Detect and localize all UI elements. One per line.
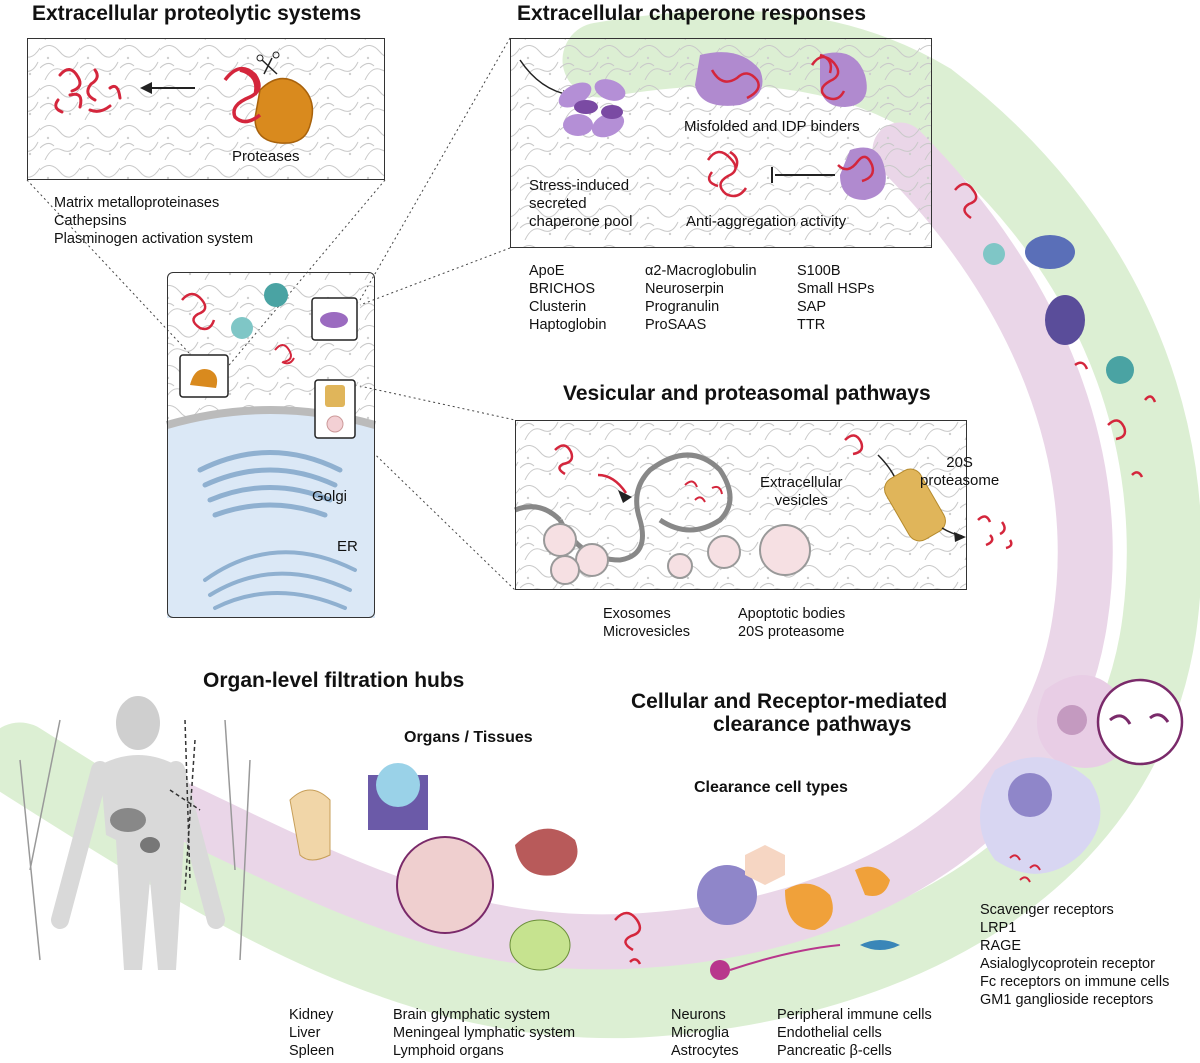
subheading-organs-tissues: Organs / Tissues — [404, 729, 533, 746]
golgi-label: Golgi — [312, 488, 348, 505]
list-item: TTR — [797, 317, 826, 333]
heading-organ: Organ-level filtration hubs — [203, 669, 465, 692]
cell-box — [167, 272, 375, 618]
er-label: ER — [337, 538, 358, 555]
list-item: Astrocytes — [671, 1043, 739, 1059]
list-item: Pancreatic β-cells — [777, 1043, 892, 1059]
heading-proteolytic: Extracellular proteolytic systems — [32, 2, 362, 25]
organ-list-2: Brain glymphatic system Meningeal lympha… — [393, 1006, 575, 1060]
list-item: Meningeal lymphatic system — [393, 1025, 576, 1041]
pool-line-1: Stress-induced — [529, 177, 630, 194]
list-item: α2-Macroglobulin — [645, 263, 757, 279]
proteolytic-box — [27, 38, 385, 180]
human-figure — [19, 696, 251, 970]
list-item: Apoptotic bodies — [738, 606, 846, 622]
list-item: Progranulin — [645, 299, 720, 315]
heading-cellular-2: clearance pathways — [713, 713, 912, 736]
clearance-cell-illustration — [980, 675, 1184, 883]
heading-chaperone: Extracellular chaperone responses — [517, 2, 866, 25]
cell-type-illustrations — [697, 845, 900, 980]
list-item: Microglia — [671, 1025, 730, 1041]
vesicular-box — [515, 420, 967, 590]
ev-line-1: Extracellular — [760, 474, 843, 491]
list-item: Brain glymphatic system — [393, 1007, 551, 1023]
cell-list-1: Neurons Microglia Astrocytes — [671, 1006, 739, 1060]
proteasome-line-2: proteasome — [920, 472, 1000, 489]
list-item: LRP1 — [980, 920, 1017, 936]
list-item: Endothelial cells — [777, 1025, 882, 1041]
list-item: Haptoglobin — [529, 317, 607, 333]
cell-illustration — [165, 272, 377, 618]
chaperone-illustration — [510, 38, 932, 248]
list-item: ProSAAS — [645, 317, 707, 333]
list-item: Spleen — [289, 1043, 335, 1059]
extracellular-vesicles-label: Extracellular vesicles — [760, 474, 843, 510]
organ-illustrations — [289, 763, 578, 971]
list-item: Lymphoid organs — [393, 1043, 504, 1059]
list-item: BRICHOS — [529, 281, 596, 297]
list-item: 20S proteasome — [738, 624, 845, 640]
list-item: ApoE — [529, 263, 565, 279]
list-item: SAP — [797, 299, 827, 315]
list-item: Neurons — [671, 1007, 726, 1023]
list-item: RAGE — [980, 938, 1022, 954]
list-item: Kidney — [289, 1007, 334, 1023]
band-chaperones — [983, 235, 1134, 384]
vesicular-list-2: Apoptotic bodies 20S proteasome — [738, 605, 845, 641]
ev-line-2: vesicles — [774, 492, 828, 509]
list-item: Asialoglycoprotein receptor — [980, 956, 1155, 972]
organ-list-1: Kidney Liver Spleen — [289, 1006, 334, 1060]
list-item: Neuroserpin — [645, 281, 724, 297]
receptor-list: Scavenger receptors LRP1 RAGE Asialoglyc… — [980, 901, 1169, 1009]
heading-cellular-1: Cellular and Receptor-mediated — [631, 690, 948, 713]
proteolytic-list: Matrix metalloproteinases Cathepsins Pla… — [54, 194, 253, 248]
proteolytic-illustration — [27, 38, 385, 180]
subheading-clearance-cells: Clearance cell types — [694, 779, 848, 796]
list-item: Liver — [289, 1025, 321, 1041]
chaperone-pool-label: Stress-induced secreted chaperone pool — [529, 177, 632, 231]
list-item: Fc receptors on immune cells — [980, 974, 1170, 990]
list-item: Clusterin — [529, 299, 587, 315]
anti-aggregation-label: Anti-aggregation activity — [686, 213, 847, 230]
vesicular-list-1: Exosomes Microvesicles — [603, 605, 690, 641]
misfolded-label: Misfolded and IDP binders — [684, 118, 860, 135]
list-item: Small HSPs — [797, 281, 875, 297]
proteasome-line-1: 20S — [946, 454, 973, 471]
chaperone-list-col1: ApoE BRICHOS Clusterin Haptoglobin — [529, 262, 606, 334]
chaperone-box — [510, 38, 932, 248]
list-item: Matrix metalloproteinases — [54, 195, 220, 211]
list-item: Exosomes — [603, 606, 671, 622]
chaperone-list-col3: S100B Small HSPs SAP TTR — [797, 262, 874, 334]
heading-vesicular: Vesicular and proteasomal pathways — [563, 382, 931, 405]
pool-line-2: secreted — [529, 195, 587, 212]
list-item: S100B — [797, 263, 841, 279]
pool-line-3: chaperone pool — [529, 213, 633, 230]
cell-list-2: Peripheral immune cells Endothelial cell… — [777, 1006, 932, 1060]
list-item: Microvesicles — [603, 624, 691, 640]
proteasome-label: 20S proteasome — [920, 454, 999, 490]
chaperone-list-col2: α2-Macroglobulin Neuroserpin Progranulin… — [645, 262, 757, 334]
proteases-label: Proteases — [232, 148, 300, 165]
list-item: Plasminogen activation system — [54, 231, 254, 247]
list-item: GM1 ganglioside receptors — [980, 992, 1154, 1008]
vesicular-illustration — [514, 420, 1013, 590]
list-item: Scavenger receptors — [980, 902, 1114, 918]
list-item: Cathepsins — [54, 213, 127, 229]
list-item: Peripheral immune cells — [777, 1007, 932, 1023]
